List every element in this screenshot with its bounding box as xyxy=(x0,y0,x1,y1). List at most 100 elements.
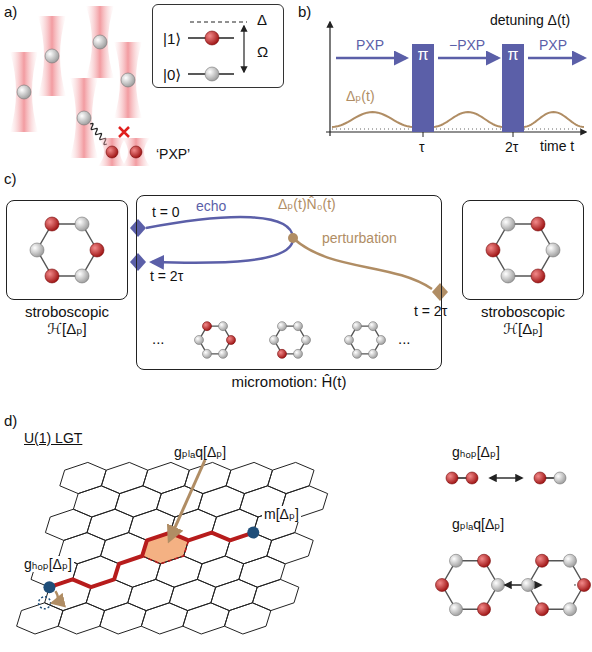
evolution-arrow xyxy=(528,57,584,60)
excited-atom xyxy=(478,554,491,567)
excited-atom xyxy=(531,217,545,231)
figure-label: ‘PXP’ xyxy=(156,146,190,162)
tweezer-beam xyxy=(114,42,142,118)
excited-atom xyxy=(45,217,59,231)
ground-atom xyxy=(450,554,463,567)
ground-atom xyxy=(219,322,228,331)
hexagon-ring xyxy=(574,584,575,585)
figure-label: detuning Δ(t) xyxy=(490,12,570,28)
excited-atom xyxy=(536,554,549,567)
ground-atom xyxy=(492,579,505,592)
figure-label: t = 2τ xyxy=(414,303,447,319)
hop-arrow xyxy=(53,591,58,603)
ground-atom xyxy=(302,336,311,345)
lattice-cell xyxy=(141,603,187,634)
ground-atom xyxy=(45,49,59,63)
ground-atom xyxy=(203,349,212,358)
level-scheme-box: |1⟩|0⟩ΔΩ xyxy=(152,4,284,88)
pulse-label: π xyxy=(412,44,434,64)
time-marker xyxy=(130,253,146,271)
plaquette-pointer xyxy=(169,460,205,540)
caption-holder: micromotion: Ĥ(t) xyxy=(116,373,462,390)
ground-atom xyxy=(195,336,204,345)
figure-label: t = 0 xyxy=(152,204,180,220)
hexagon-ring xyxy=(37,224,97,276)
panel-caption: stroboscopic xyxy=(442,303,592,320)
panel-d xyxy=(17,460,591,634)
lattice-cell xyxy=(224,603,270,634)
figure-label: gₚₗₐq[Δₚ] xyxy=(172,444,228,460)
lattice-cell xyxy=(45,509,91,540)
figure-label: ... xyxy=(152,330,165,347)
excited-atom xyxy=(446,472,458,484)
figure-label: perturbation xyxy=(322,230,397,246)
tweezer-beam xyxy=(98,138,126,166)
lattice-cell xyxy=(58,603,104,634)
ground-atom xyxy=(574,584,575,585)
figure-label: b) xyxy=(298,3,311,20)
tick xyxy=(513,132,514,137)
stroboscopic-box: stroboscopicℋ[Δₚ] xyxy=(6,200,128,346)
hop-target xyxy=(39,597,51,609)
hexagon-ring xyxy=(528,561,584,609)
panel-a xyxy=(10,4,284,166)
excited-atom xyxy=(227,336,236,345)
excited-atom xyxy=(90,243,104,257)
excited-atom xyxy=(486,243,500,257)
figure-label: gₚₗₐq[Δₚ] xyxy=(452,516,504,532)
ground-atom xyxy=(574,584,575,585)
excited-atom xyxy=(203,322,212,331)
ground-atom xyxy=(345,336,354,345)
level-label: |0⟩ xyxy=(163,66,181,83)
ground-atom xyxy=(205,67,219,81)
figure-label: time t xyxy=(540,138,574,154)
hexagon-ring xyxy=(442,561,498,609)
ground-atom xyxy=(377,336,386,345)
ground-atom xyxy=(546,243,560,257)
time-marker xyxy=(432,283,448,301)
figure-label: ... xyxy=(398,330,411,347)
ground-atom xyxy=(369,322,378,331)
panel-frame xyxy=(462,200,584,300)
panel-caption: micromotion: Ĥ(t) xyxy=(116,373,462,390)
detuned-level xyxy=(190,22,247,23)
charge-dot xyxy=(247,527,259,539)
ground-atom xyxy=(574,584,575,585)
figure-label: echo xyxy=(196,198,226,214)
excited-atom xyxy=(536,603,549,616)
ground-atom xyxy=(75,217,89,231)
excited-atom xyxy=(205,31,219,45)
echo-path xyxy=(146,217,293,263)
detuning-curve xyxy=(433,112,503,127)
ground-atom xyxy=(77,111,91,125)
level-label: |1⟩ xyxy=(163,30,181,47)
ground-atom xyxy=(294,349,303,358)
excited-atom xyxy=(45,269,59,283)
ground-atom xyxy=(450,603,463,616)
excited-atom xyxy=(531,269,545,283)
figure-label: d) xyxy=(4,412,17,429)
baseline xyxy=(332,129,584,130)
ground-atom xyxy=(121,73,135,87)
ground-atom xyxy=(564,603,577,616)
panel-frame xyxy=(6,200,128,300)
ground-atom xyxy=(554,472,566,484)
blockade-cross xyxy=(119,127,129,137)
tweezer-beam xyxy=(38,16,66,96)
panel-caption: stroboscopic xyxy=(0,303,148,320)
x-axis xyxy=(326,131,586,132)
hexagon-ring xyxy=(199,326,231,354)
ground-atom xyxy=(75,269,89,283)
figure-label: a) xyxy=(4,3,17,20)
perturbation-point xyxy=(288,233,298,243)
ground-atom xyxy=(353,349,362,358)
y-axis xyxy=(329,22,330,136)
exchange-arrow xyxy=(490,477,522,478)
caption-holder: stroboscopicℋ[Δₚ] xyxy=(0,303,148,338)
level-label: Δ xyxy=(257,11,267,28)
panel-b xyxy=(326,22,586,137)
figure-label: Δₚ(t) xyxy=(346,88,375,104)
detuning-curve xyxy=(332,112,413,127)
drive-arrow xyxy=(243,26,244,72)
excited-atom xyxy=(436,579,449,592)
